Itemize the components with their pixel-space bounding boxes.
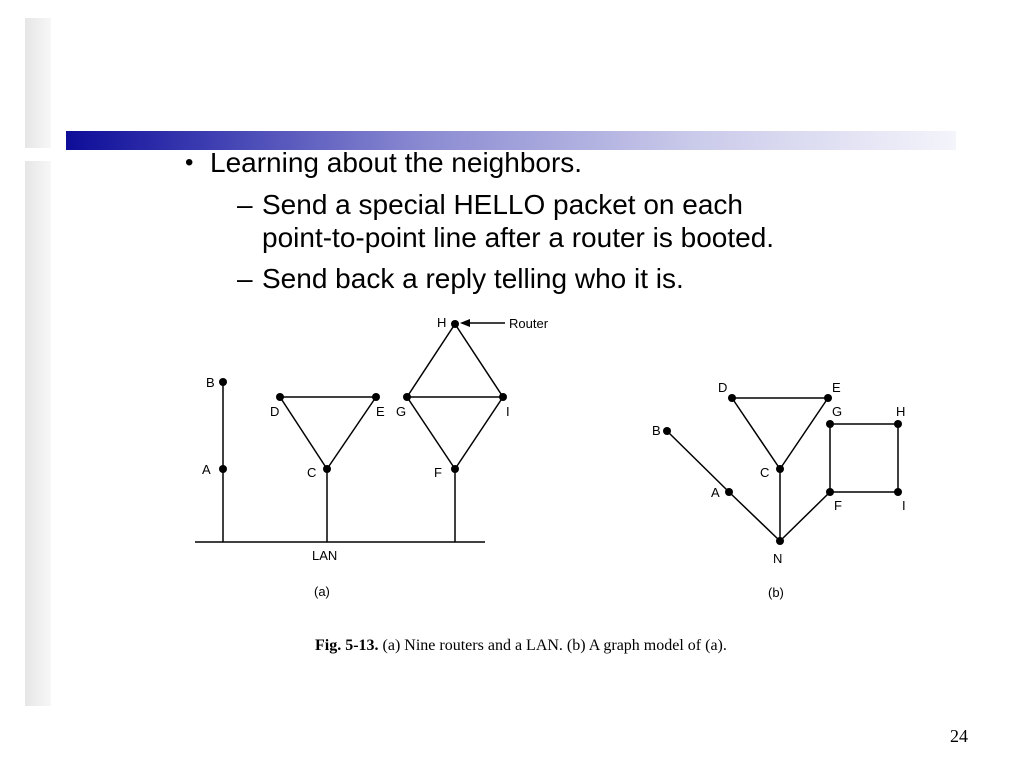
figure-b-labels: D E C B A N G H I F (b) (652, 380, 906, 600)
page-number: 24 (950, 726, 968, 746)
node-b-C (776, 465, 784, 473)
label-a-B: B (206, 375, 215, 390)
slide-decoration-side (25, 161, 51, 706)
figure-caption-label: Fig. 5-13. (315, 637, 379, 654)
sub-bullet-marker: – (237, 263, 253, 294)
node-a-C (323, 465, 331, 473)
figure-caption-text: (a) Nine routers and a LAN. (b) A graph … (378, 637, 727, 654)
figure-a-labels: B A D E C H G I F Router LAN (a) (202, 315, 549, 599)
figure-a-nodes (219, 320, 507, 473)
node-b-A (725, 488, 733, 496)
node-a-D (276, 393, 284, 401)
label-b-A: A (711, 485, 720, 500)
label-b-B: B (652, 423, 661, 438)
node-b-B (663, 427, 671, 435)
figure-a-edges (195, 322, 505, 543)
label-a-F: F (434, 465, 442, 480)
part-b-label: (b) (768, 585, 784, 600)
node-b-I (894, 488, 902, 496)
label-a-H: H (437, 315, 446, 330)
label-a-E: E (376, 404, 385, 419)
edge-i-f (454, 396, 504, 470)
title-gradient-bar (66, 131, 956, 150)
edge-d-c (279, 396, 328, 470)
edge-h-i (454, 323, 504, 398)
node-a-I (499, 393, 507, 401)
node-a-H (451, 320, 459, 328)
sub-bullet-hello-line1: Send a special HELLO packet on each (262, 189, 743, 220)
edge-e-c (326, 396, 377, 470)
node-a-B (219, 378, 227, 386)
part-a-label: (a) (314, 584, 330, 599)
node-a-E (372, 393, 380, 401)
router-arrow-head (460, 319, 470, 327)
figure-b-nodes (663, 394, 902, 545)
node-b-F (826, 488, 834, 496)
label-a-D: D (270, 404, 279, 419)
label-b-N: N (773, 551, 782, 566)
sub-bullet-send-reply: Send back a reply telling who it is. (262, 263, 684, 294)
sub-bullet-hello-line2: point-to-point line after a router is bo… (262, 222, 775, 253)
sub-bullet-hello-packet: Send a special HELLO packet on each poin… (262, 188, 774, 254)
bullet-marker: • (185, 149, 194, 176)
edge-h-g (406, 323, 456, 398)
edge-b-d-c (731, 397, 781, 470)
node-a-G (403, 393, 411, 401)
node-a-A (219, 465, 227, 473)
label-b-F: F (834, 498, 842, 513)
node-b-G (826, 420, 834, 428)
label-a-A: A (202, 462, 211, 477)
node-b-H (894, 420, 902, 428)
label-a-G: G (396, 404, 406, 419)
label-b-G: G (832, 404, 842, 419)
label-a-I: I (506, 404, 510, 419)
label-b-E: E (832, 380, 841, 395)
sub-bullet-marker: – (237, 189, 253, 220)
router-label: Router (509, 316, 549, 331)
node-b-E (824, 394, 832, 402)
slide-decoration-top (25, 18, 51, 148)
label-b-D: D (718, 380, 727, 395)
bullet-learning-neighbors: Learning about the neighbors. (210, 147, 583, 178)
edge-b-n-f (779, 491, 831, 542)
node-b-D (728, 394, 736, 402)
lan-label: LAN (312, 548, 337, 563)
node-a-F (451, 465, 459, 473)
figure-b-edges (666, 397, 899, 542)
label-b-H: H (896, 404, 905, 419)
label-b-I: I (902, 498, 906, 513)
figure-caption: Fig. 5-13. (a) Nine routers and a LAN. (… (315, 637, 727, 655)
node-b-N (776, 537, 784, 545)
edge-b-e-c (779, 397, 829, 470)
edge-g-f (406, 396, 456, 470)
edge-b-a-n (728, 491, 781, 542)
label-a-C: C (307, 465, 316, 480)
label-b-C: C (760, 465, 769, 480)
edge-b-b-a (666, 430, 730, 493)
